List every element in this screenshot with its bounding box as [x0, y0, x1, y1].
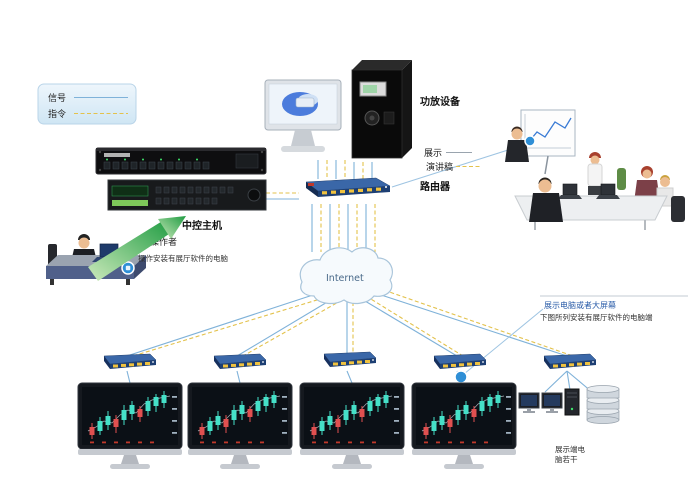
legend-command-label: 指令	[48, 108, 66, 120]
operator-note: 操作安装有展厅软件的电脑	[138, 253, 228, 263]
switch-1	[103, 353, 157, 370]
terminal-label-line1: 展示端电	[555, 444, 585, 454]
display-link-dot	[454, 370, 468, 384]
cloud-switch-links	[126, 287, 574, 357]
display-label: 展示	[424, 148, 442, 159]
legend-signal-label: 信号	[48, 92, 66, 104]
internet-label: Internet	[326, 273, 364, 284]
meeting-scene	[505, 109, 685, 230]
script-label: 演讲稿	[426, 161, 453, 173]
switch-5	[543, 353, 597, 370]
switch-4	[433, 353, 487, 370]
display-monitor-3	[300, 383, 404, 469]
router-cloud-links	[311, 204, 376, 252]
central-control-host: 中控主机	[95, 147, 267, 232]
green-arrow	[88, 216, 186, 281]
display-monitor-2	[188, 383, 292, 469]
legend-box: 信号 指令	[37, 83, 137, 125]
switch-3	[323, 351, 377, 368]
meeting-link-dot	[524, 135, 536, 147]
rack2-ports	[155, 186, 234, 205]
switch-2	[213, 353, 267, 370]
terminal-label-line2: 脑若干	[555, 454, 578, 464]
router-label: 路由器	[420, 180, 451, 193]
rack-ports	[103, 158, 210, 170]
device-router-links	[266, 160, 373, 200]
desktop-computer	[264, 79, 342, 152]
central-host-label: 中控主机	[182, 219, 222, 232]
rack-brand-badge	[104, 153, 130, 157]
internet-cloud: Internet	[299, 247, 393, 305]
display-monitor-1	[78, 383, 182, 469]
display-screen-note: 下图所列安装有展厅软件的电脑端	[540, 312, 653, 322]
database-cylinders	[586, 385, 620, 424]
display-screen-label: 展示电脑或者大屏幕	[544, 300, 616, 310]
amplifier-label: 功放设备	[420, 95, 461, 108]
server-group: 展示端电 脑若干	[518, 385, 620, 464]
display-monitor-4	[412, 383, 516, 469]
router-device	[305, 177, 391, 197]
amplifier-device	[351, 60, 412, 159]
